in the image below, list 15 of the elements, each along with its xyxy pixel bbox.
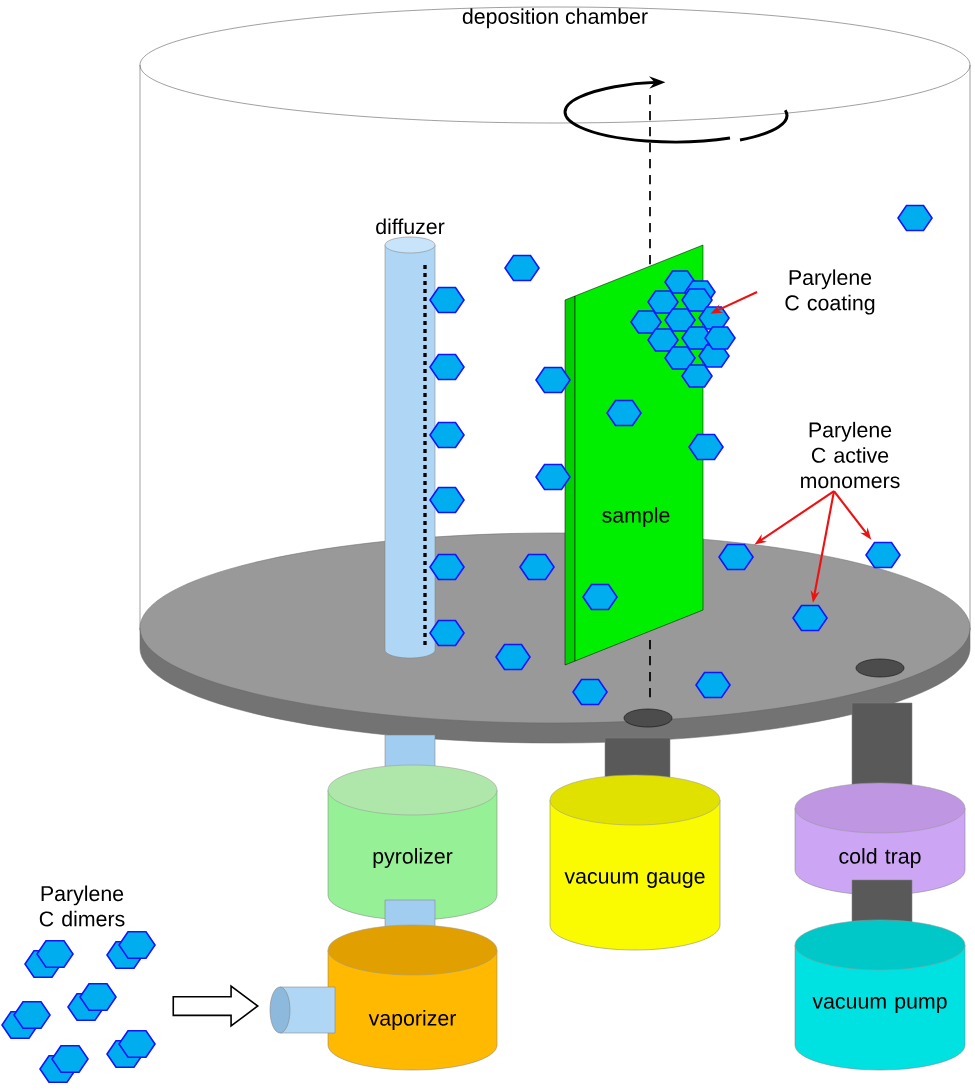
cold-trap-unit: cold trap: [794, 702, 966, 896]
monomer-icon: [718, 543, 754, 571]
vacuum-pump-unit: vacuum pump: [794, 879, 966, 1071]
vaporizer-unit: vaporizer: [269, 899, 498, 1071]
node-label: diffuzer: [376, 218, 445, 235]
callout-text: Parylene C active monomers: [801, 421, 900, 489]
coating-drawing: [630, 270, 736, 388]
vacuum-gauge-unit: vacuum gauge: [549, 737, 721, 951]
dimers-drawing: Parylene C dimers: [1, 885, 156, 1084]
monomer-icon: [792, 604, 828, 632]
pyrolizer-unit: pyrolizer: [327, 734, 498, 921]
monomer-icon: [865, 541, 901, 569]
block-arrow: [172, 984, 260, 1028]
node-label: Parylene C dimers: [39, 885, 125, 927]
callout-text: Parylene C coating: [785, 269, 875, 315]
